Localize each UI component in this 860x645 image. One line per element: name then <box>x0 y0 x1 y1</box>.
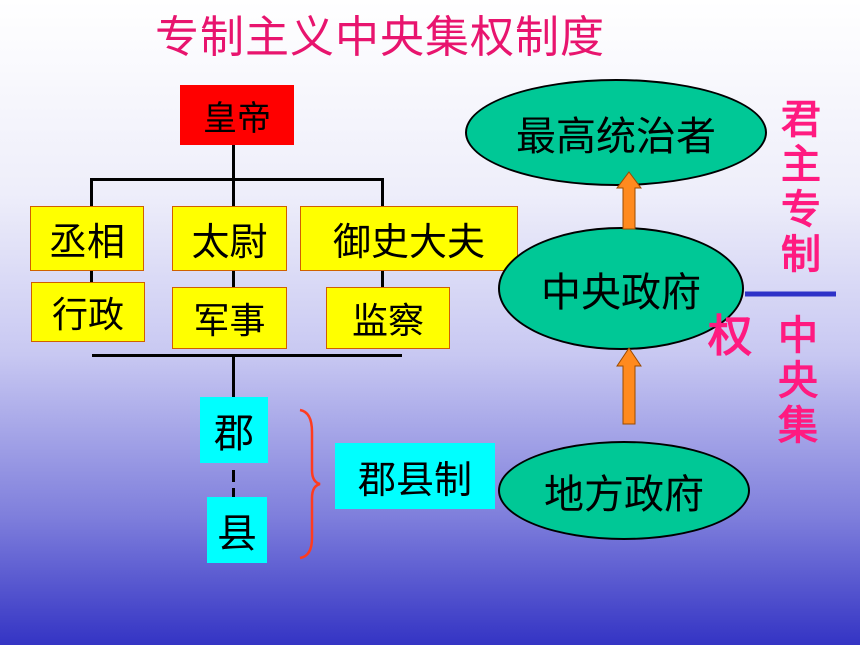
central-government-label: 中央政府 <box>541 269 701 316</box>
central-government-ellipse: 中央政府 <box>498 227 744 350</box>
duty-military-box: 军事 <box>172 287 287 349</box>
official-1-drop-line <box>90 178 93 208</box>
duty-1-link-line <box>90 270 93 284</box>
officials-bar-line <box>90 178 384 181</box>
local-bar-line <box>92 354 402 357</box>
official-chancellor-box: 丞相 <box>30 206 144 271</box>
commandery-county-system-label: 郡县制 <box>357 457 472 502</box>
local-government-label: 地方政府 <box>544 471 704 518</box>
supreme-ruler-ellipse: 最高统治者 <box>465 79 767 186</box>
arrow-up-icon <box>616 347 642 425</box>
curly-brace-icon <box>299 408 321 560</box>
official-commander-label: 太尉 <box>191 220 268 264</box>
supreme-ruler-label: 最高统治者 <box>516 113 716 160</box>
duty-administration-box: 行政 <box>31 282 145 342</box>
local-stem-line <box>232 354 235 398</box>
side-lower-text: 中央集 <box>778 313 818 449</box>
commandery-county-dash-2 <box>232 488 235 498</box>
official-commander-box: 太尉 <box>172 206 287 271</box>
duty-3-link-line <box>381 270 384 288</box>
local-government-ellipse: 地方政府 <box>498 441 750 540</box>
arrow-up-icon <box>616 171 642 230</box>
official-censor-label: 御史大夫 <box>332 220 485 264</box>
duty-supervision-label: 监察 <box>351 301 424 342</box>
commandery-county-system-box: 郡县制 <box>335 443 495 509</box>
duty-military-label: 军事 <box>193 301 266 342</box>
emperor-box: 皇帝 <box>180 85 294 145</box>
official-censor-box: 御史大夫 <box>300 206 518 271</box>
emperor-stem-line <box>232 145 235 181</box>
commandery-box: 郡 <box>200 397 268 463</box>
commandery-county-dash-1 <box>232 470 235 482</box>
side-left-char: 权 <box>708 311 752 362</box>
official-chancellor-label: 丞相 <box>48 220 125 264</box>
official-2-drop-line <box>232 178 235 208</box>
duty-administration-label: 行政 <box>51 295 124 336</box>
county-label: 县 <box>217 511 257 557</box>
page-title: 专制主义中央集权制度 <box>155 12 605 63</box>
duty-supervision-box: 监察 <box>326 287 450 349</box>
commandery-label: 郡 <box>214 411 254 457</box>
emperor-label: 皇帝 <box>203 98 271 139</box>
official-3-drop-line <box>381 178 384 208</box>
side-upper-text: 君主专制 <box>781 97 821 278</box>
duty-2-link-line <box>232 270 235 288</box>
county-box: 县 <box>207 497 267 563</box>
